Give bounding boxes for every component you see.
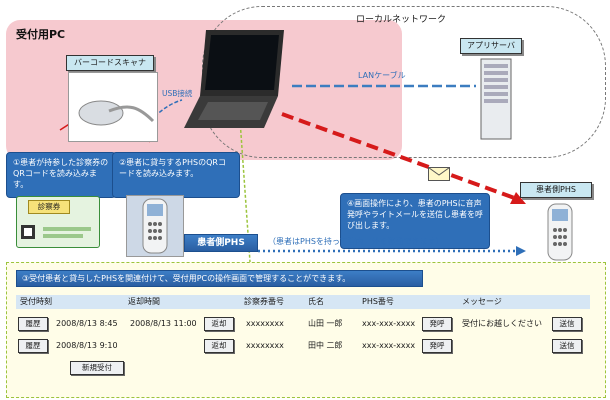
ticket-number: xxxxxxxx <box>246 341 284 350</box>
phs-movement-caption: （患者はPHSを持って院内／外を移動できます） <box>268 237 444 246</box>
history-button[interactable]: 履歴 <box>18 317 48 331</box>
return-time: 2008/8/13 11:00 <box>130 319 197 328</box>
qr-code-icon <box>21 225 91 239</box>
wireless-link-line <box>281 112 521 202</box>
reception-management-screen: 受付時刻 返却時間 診察券番号 氏名 PHS番号 メッセージ 履歴 2008/8… <box>16 295 590 387</box>
phs-handset-icon <box>142 198 168 254</box>
table-header <box>16 295 590 309</box>
consultation-ticket-label: 診察券 <box>28 200 70 214</box>
step2-note: ②患者に貸与するPHSのQRコードを読み込みます。 <box>112 152 240 198</box>
app-server-label: アプリサーバ <box>460 38 522 54</box>
send-button[interactable]: 送信 <box>552 339 582 353</box>
call-button[interactable]: 発呼 <box>422 317 452 331</box>
column-header: メッセージ <box>462 297 502 306</box>
column-header: 診察券番号 <box>244 297 284 306</box>
pc-to-panel-line <box>239 119 251 263</box>
patient-phs-image <box>530 200 590 264</box>
phs-number: xxx-xxx-xxxx <box>362 319 416 328</box>
patient-phs-label: 患者側PHS <box>520 182 592 198</box>
phs-movement-arrowhead <box>516 246 526 256</box>
usb-connection-label: USB接続 <box>162 89 193 98</box>
barcode-scanner-label: バーコードスキャナ <box>66 55 154 71</box>
reception-time: 2008/8/13 8:45 <box>56 319 118 328</box>
phs-handset-icon <box>547 203 573 261</box>
return-button[interactable]: 返却 <box>204 339 234 353</box>
ticket-number: xxxxxxxx <box>246 319 284 328</box>
phs-number: xxx-xxx-xxxx <box>362 341 416 350</box>
local-network-title: ローカルネットワーク <box>356 15 447 25</box>
barcode-scanner-image <box>68 72 158 142</box>
reception-pc-title: 受付用PC <box>16 28 66 41</box>
step4-note: ④画面操作により、患者のPHSに音声発呼やライトメールを送信し患者を呼び出します… <box>340 193 490 249</box>
mail-envelope-icon <box>428 167 450 181</box>
column-header: 受付時刻 <box>20 297 52 306</box>
patient-name: 山田 一郎 <box>308 319 343 328</box>
step1-note: ①患者が持参した診察券のQRコードを読み込みます。 <box>6 152 116 198</box>
call-button[interactable]: 発呼 <box>422 339 452 353</box>
new-reception-button[interactable]: 新規受付 <box>70 361 124 375</box>
column-header: 返却時間 <box>128 297 160 306</box>
message-text: 受付にお越しください <box>462 319 542 328</box>
patient-phs-banner: 患者側PHS <box>184 234 258 252</box>
reception-time: 2008/8/13 9:10 <box>56 341 118 350</box>
send-button[interactable]: 送信 <box>552 317 582 331</box>
column-header: PHS番号 <box>362 297 394 306</box>
server-icon <box>480 58 512 140</box>
patient-name: 田中 二郎 <box>308 341 343 350</box>
lan-cable-label: LANケーブル <box>358 71 406 80</box>
panel-header: ③受付患者と貸与したPHSを関連付けて、受付用PCの操作画面で管理することができ… <box>16 270 423 287</box>
return-button[interactable]: 返却 <box>204 317 234 331</box>
wireless-link-arrowhead <box>510 192 526 204</box>
history-button[interactable]: 履歴 <box>18 339 48 353</box>
lent-phs-image <box>126 195 184 257</box>
laptop-icon <box>184 30 284 128</box>
barcode-scanner-icon <box>78 100 155 126</box>
column-header: 氏名 <box>308 297 324 306</box>
